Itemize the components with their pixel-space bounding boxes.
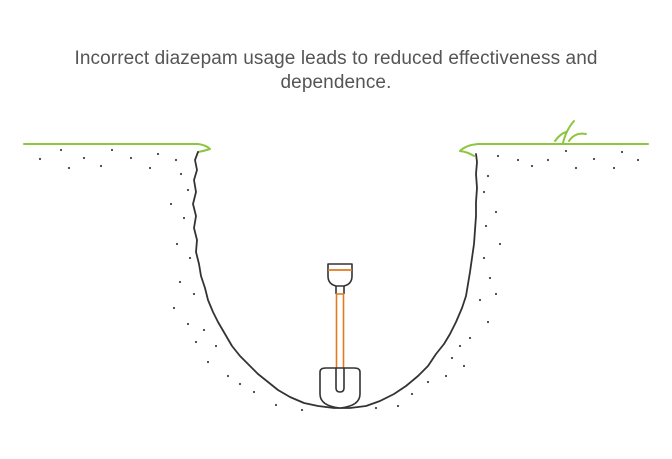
shovel-blade (319, 367, 361, 409)
left-ground-line (23, 143, 211, 153)
diagram-caption: Incorrect diazepam usage leads to reduce… (74, 48, 598, 93)
shovel-icon (319, 263, 361, 409)
shovel-shaft (335, 293, 345, 375)
shovel-grip (327, 263, 353, 287)
grass-tuft-icon (554, 120, 587, 144)
right-ground-line (459, 143, 649, 157)
hole-pit-icon (192, 151, 478, 409)
soil-dots (38, 148, 640, 412)
